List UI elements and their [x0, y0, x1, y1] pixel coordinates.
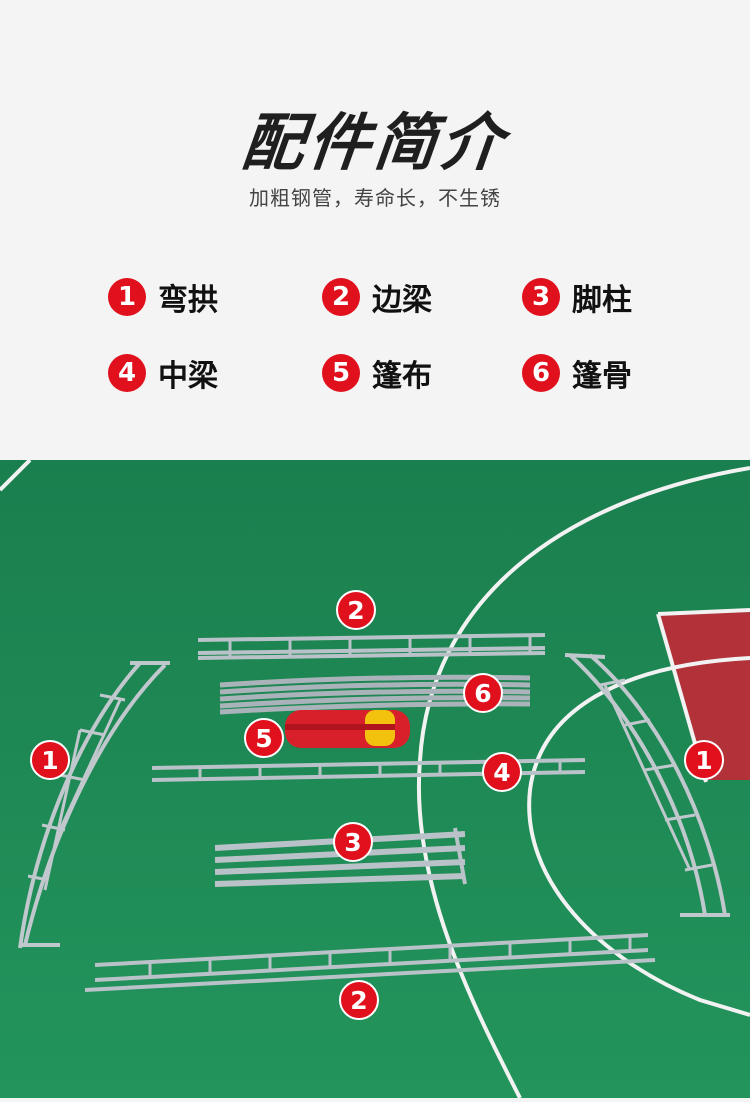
part-label: 篷布: [372, 359, 432, 394]
part-number-badge: 6: [522, 354, 560, 392]
part-label: 边梁: [372, 283, 432, 318]
part-number-badge: 3: [522, 278, 560, 316]
right-arch: [564, 653, 730, 917]
side-beam-top: [197, 633, 546, 660]
header-section: 配件简介 加粗钢管，寿命长，不生锈 1 弯拱 2 边梁 3 脚柱 4 中梁 5 …: [0, 0, 750, 460]
page-title: 配件简介: [238, 106, 511, 179]
court-lines: [0, 458, 750, 1099]
part-number-badge: 5: [322, 354, 360, 392]
part-number-badge: 2: [322, 278, 360, 316]
photo-marker-tent-ribs: 6: [463, 673, 503, 713]
part-item-center-beam: 4 中梁: [108, 350, 218, 396]
left-arch: [18, 661, 170, 949]
photo-marker-left-arch: 1: [30, 740, 70, 780]
part-number-badge: 4: [108, 354, 146, 392]
parts-list: 1 弯拱 2 边梁 3 脚柱 4 中梁 5 篷布 6 篷骨: [0, 274, 750, 424]
part-label: 脚柱: [572, 283, 632, 318]
part-label: 中梁: [158, 359, 218, 394]
photo-marker-side-beam-top: 2: [336, 590, 376, 630]
photo-marker-center-beam: 4: [482, 752, 522, 792]
part-label: 篷骨: [572, 359, 632, 394]
photo-marker-canvas: 5: [244, 718, 284, 758]
part-item-arch: 1 弯拱: [108, 274, 218, 320]
product-photo: 2 6 5 1 4 1 3 2: [0, 458, 750, 1099]
part-item-side-beam: 2 边梁: [322, 274, 432, 320]
photo-marker-right-arch: 1: [684, 740, 724, 780]
page-subtitle: 加粗钢管，寿命长，不生锈: [249, 186, 501, 210]
part-item-leg: 3 脚柱: [522, 274, 632, 320]
photo-marker-legs: 3: [333, 822, 373, 862]
part-label: 弯拱: [158, 283, 218, 318]
part-number-badge: 1: [108, 278, 146, 316]
canvas-bag: [285, 710, 410, 748]
part-item-tent-ribs: 6 篷骨: [522, 350, 632, 396]
photo-marker-side-beam-bottom: 2: [339, 980, 379, 1020]
court-key-area: [660, 612, 750, 780]
part-item-canvas: 5 篷布: [322, 350, 432, 396]
side-beam-bottom: [84, 933, 656, 992]
